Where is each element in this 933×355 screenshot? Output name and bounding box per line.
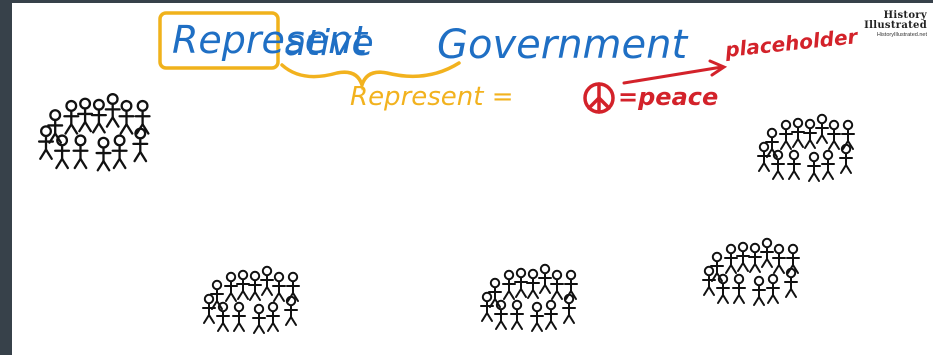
title-ative: ative <box>284 23 374 64</box>
crowd-bottom-middle <box>481 265 577 331</box>
placeholder-note: placeholder <box>723 24 860 62</box>
crowd-top-left <box>39 94 149 170</box>
title-represent: Represent <box>172 18 369 62</box>
logo-line-1: History <box>883 10 927 21</box>
equation-peace: =peace <box>618 83 718 111</box>
whiteboard: Represent ative Government Represent = =… <box>12 3 933 355</box>
title-highlight-box <box>158 11 280 70</box>
logo-line-2: Illustrated <box>864 20 927 31</box>
crowd-bottom-left <box>203 267 299 333</box>
logo-site: HistoryIllustrated.net <box>876 32 927 38</box>
drawing-canvas: Represent ative Government Represent = =… <box>12 11 860 355</box>
crowd-top-right <box>758 115 854 181</box>
title-government: Government <box>437 22 688 68</box>
peace-symbol-icon <box>583 82 615 114</box>
yellow-brace <box>280 61 461 91</box>
history-illustrated-logo: History Illustrated HistoryIllustrated.n… <box>855 10 927 39</box>
arrow-icon <box>622 59 728 85</box>
equation-represent: Represent = <box>350 82 514 112</box>
crowd-middle-right <box>703 239 799 305</box>
